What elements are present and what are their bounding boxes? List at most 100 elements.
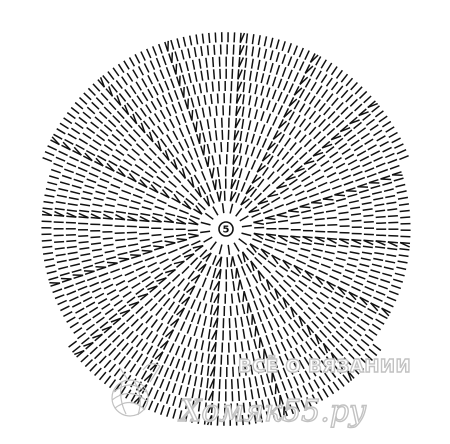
- stitch-double-crochet: [178, 141, 185, 151]
- stitch-double-crochet: [267, 398, 272, 409]
- stitch-double-crochet: [131, 98, 139, 108]
- stitch-double-crochet: [279, 314, 286, 324]
- stitch-double-crochet: [317, 135, 326, 144]
- stitch-double-crochet: [140, 244, 151, 249]
- stitch-double-crochet: [345, 94, 354, 103]
- stitch-double-crochet: [355, 176, 366, 182]
- stitch-double-crochet: [360, 132, 370, 140]
- watermark: ВСЁ О ВЯЗАНИИ Хомяк55.ру: [111, 354, 411, 430]
- stitch-double-crochet: [364, 138, 374, 145]
- stitch-increase: [156, 277, 167, 282]
- stitch-double-crochet: [238, 238, 248, 246]
- stitch-double-crochet: [172, 289, 181, 299]
- stitch-double-crochet: [257, 35, 261, 46]
- stitch-increase: [349, 119, 360, 125]
- stitch-double-crochet: [385, 260, 396, 264]
- stitch-increase: [195, 121, 198, 133]
- stitch-double-crochet: [209, 279, 214, 290]
- stitch-increase: [139, 215, 150, 223]
- stitch-double-crochet: [191, 412, 195, 423]
- stitch-increase: [153, 245, 164, 248]
- stitch-double-crochet: [388, 290, 399, 296]
- stitch-double-crochet: [197, 413, 201, 424]
- stitch-double-crochet: [122, 291, 132, 298]
- stitch-double-crochet: [267, 260, 277, 268]
- stitch-double-crochet: [216, 166, 220, 178]
- stitch-increase: [207, 390, 214, 401]
- stitch-double-crochet: [182, 36, 187, 47]
- stitch-double-crochet: [145, 104, 152, 114]
- stitch-increase: [238, 57, 245, 68]
- stitch-double-crochet: [320, 263, 331, 269]
- stitch-double-crochet: [304, 370, 311, 380]
- stitch-double-crochet: [48, 175, 60, 180]
- stitch-double-crochet: [98, 355, 107, 364]
- stitch-double-crochet: [320, 360, 328, 370]
- stitch-double-crochet: [327, 301, 337, 310]
- stitch-increase: [276, 214, 288, 218]
- stitch-double-crochet: [335, 69, 344, 79]
- stitch-double-crochet: [47, 145, 58, 151]
- stitch-double-crochet: [116, 322, 126, 331]
- stitch-double-crochet: [369, 124, 379, 131]
- stitch-double-crochet: [262, 265, 272, 274]
- stitch-double-crochet: [54, 294, 65, 300]
- stitch-double-crochet: [309, 192, 319, 198]
- stitch-increase: [84, 152, 93, 162]
- stitch-double-crochet: [334, 137, 344, 145]
- stitch-double-crochet: [282, 80, 289, 91]
- stitch-double-crochet: [220, 142, 223, 153]
- stitch-double-crochet: [80, 252, 91, 257]
- stitch-double-crochet: [230, 268, 234, 280]
- stitch-double-crochet: [315, 85, 323, 95]
- stitch-double-crochet: [386, 201, 397, 205]
- stitch-double-crochet: [318, 269, 329, 276]
- stitch-double-crochet: [329, 368, 337, 378]
- stitch-double-crochet: [127, 153, 136, 161]
- stitch-increase: [212, 305, 220, 316]
- stitch-double-crochet: [230, 293, 234, 304]
- stitch-double-crochet: [391, 137, 401, 144]
- stitch-double-crochet: [304, 181, 314, 188]
- stitch-double-crochet: [335, 257, 346, 262]
- stitch-double-crochet: [310, 367, 317, 377]
- stitch-double-crochet: [60, 305, 70, 312]
- stitch-double-crochet: [400, 216, 411, 219]
- stitch-double-crochet: [271, 159, 280, 169]
- stitch-double-crochet: [384, 152, 395, 159]
- stitch-double-crochet: [104, 203, 115, 208]
- stitch-double-crochet: [63, 284, 74, 290]
- stitch-double-crochet: [348, 334, 358, 342]
- stitch-double-crochet: [169, 356, 175, 367]
- stitch-increase: [334, 194, 346, 197]
- stitch-increase: [164, 216, 175, 224]
- stitch-double-crochet: [221, 203, 225, 214]
- stitch-double-crochet: [77, 166, 88, 173]
- stitch-increase: [326, 281, 335, 290]
- stitch-increase: [312, 151, 324, 157]
- stitch-double-crochet: [190, 299, 196, 310]
- stitch-double-crochet: [285, 253, 296, 260]
- stitch-double-crochet: [121, 189, 132, 195]
- stitch-double-crochet: [298, 88, 306, 99]
- stitch-double-crochet: [66, 239, 77, 243]
- stitch-double-crochet: [194, 109, 199, 120]
- stitch-double-crochet: [129, 248, 140, 253]
- stitch-double-crochet: [303, 356, 311, 367]
- stitch-increase: [235, 93, 242, 104]
- stitch-double-crochet: [173, 89, 179, 100]
- stitch-double-crochet: [115, 148, 125, 157]
- stitch-double-crochet: [312, 302, 321, 310]
- stitch-double-crochet: [277, 219, 289, 223]
- stitch-double-crochet: [294, 284, 304, 293]
- stitch-double-crochet: [168, 301, 176, 311]
- stitch-increase: [187, 233, 199, 237]
- stitch-double-crochet: [315, 316, 324, 325]
- stitch-double-crochet: [367, 144, 377, 151]
- stitch-double-crochet: [154, 402, 159, 413]
- stitch-double-crochet: [332, 184, 342, 190]
- stitch-increase: [253, 232, 264, 240]
- stitch-double-crochet: [308, 143, 317, 152]
- stitch-double-crochet: [299, 151, 308, 160]
- stitch-double-crochet: [159, 378, 165, 389]
